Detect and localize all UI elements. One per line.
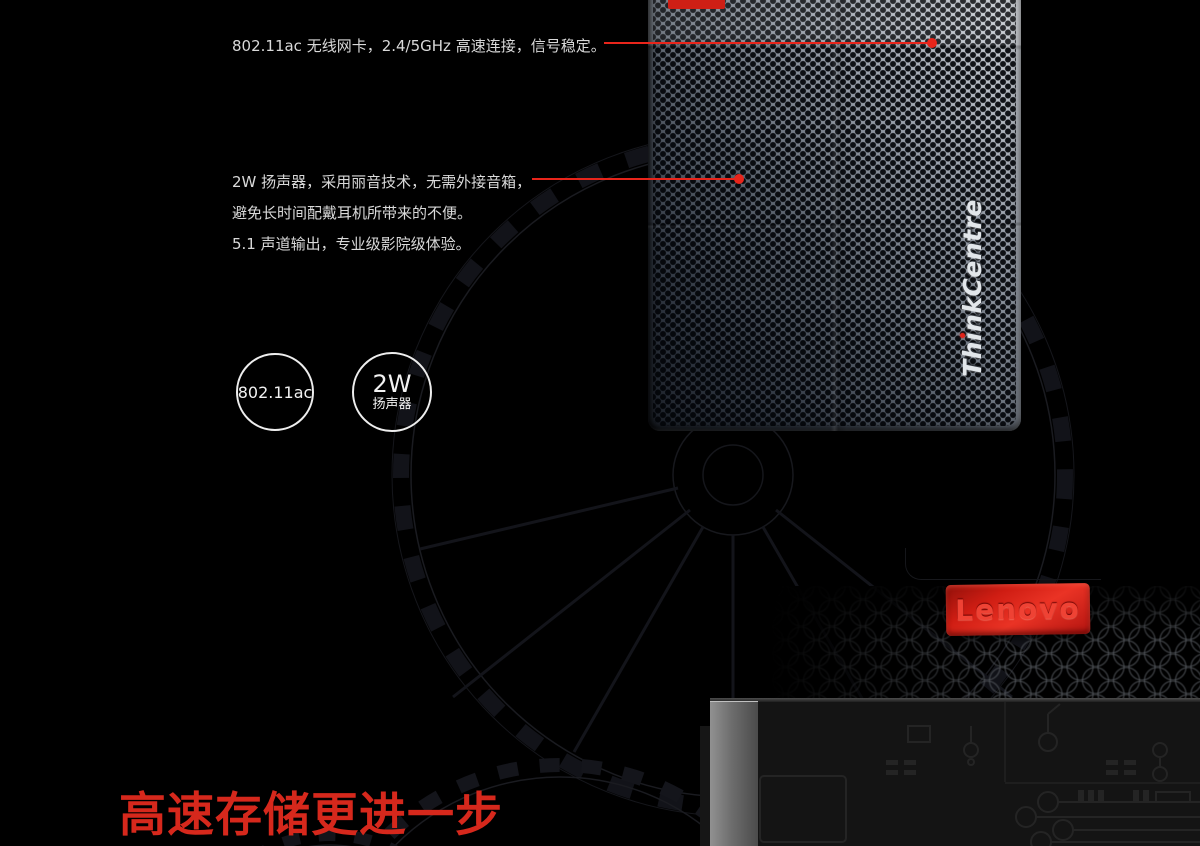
thinkcentre-logo-part2: nkCentre [957, 199, 987, 332]
grille-perforation [653, 0, 1016, 426]
speaker-annotation-line2: 避免长时间配戴耳机所带来的不便。 [232, 204, 473, 222]
case-left-edge [710, 701, 758, 846]
case-left-sliver [700, 726, 710, 846]
case-top-edge [710, 698, 1200, 702]
circuit-pattern [759, 702, 1200, 846]
wifi-connector-line [604, 42, 932, 44]
wifi-annotation-text: 802.11ac 无线网卡，2.4/5GHz 高速连接，信号稳定。 [232, 37, 606, 55]
speaker-grille-panel [648, 0, 1021, 431]
badge-speaker-sublabel: 扬声器 [372, 397, 412, 412]
red-top-tab [668, 0, 725, 9]
storage-heading: 高速存储更进一步 [119, 788, 503, 843]
grille-seams [648, 0, 1021, 431]
speaker-annotation-line1: 2W 扬声器，采用丽音技术，无需外接音箱， [232, 173, 532, 191]
red-i-dot-icon [959, 333, 965, 339]
speaker-annotation-line3: 5.1 声道输出，专业级影院级体验。 [232, 235, 471, 253]
thinkcentre-logo-part1: Th [957, 340, 987, 377]
speaker-connector-line [532, 178, 739, 180]
speaker-annotation-text: 2W 扬声器，采用丽音技术，无需外接音箱， 避免长时间配戴耳机所带来的不便。 5… [232, 167, 531, 260]
badge-wifi-label: 802.11ac [237, 382, 313, 402]
front-panel-edge [905, 548, 1101, 580]
desktop-case [700, 698, 1200, 846]
lenovo-logo-text: Lenovo [955, 592, 1081, 627]
badge-circle-speaker: 2W 扬声器 [352, 352, 432, 432]
speaker-connector-dot [734, 174, 744, 184]
lenovo-logo-badge: Lenovo [945, 582, 1091, 637]
case-top-surface [758, 702, 1200, 846]
thinkcentre-logo-i: ı [957, 331, 987, 341]
badge-speaker-label: 2W [372, 370, 412, 398]
badge-circle-wifi: 802.11ac [236, 353, 314, 431]
wifi-connector-dot [927, 38, 937, 48]
